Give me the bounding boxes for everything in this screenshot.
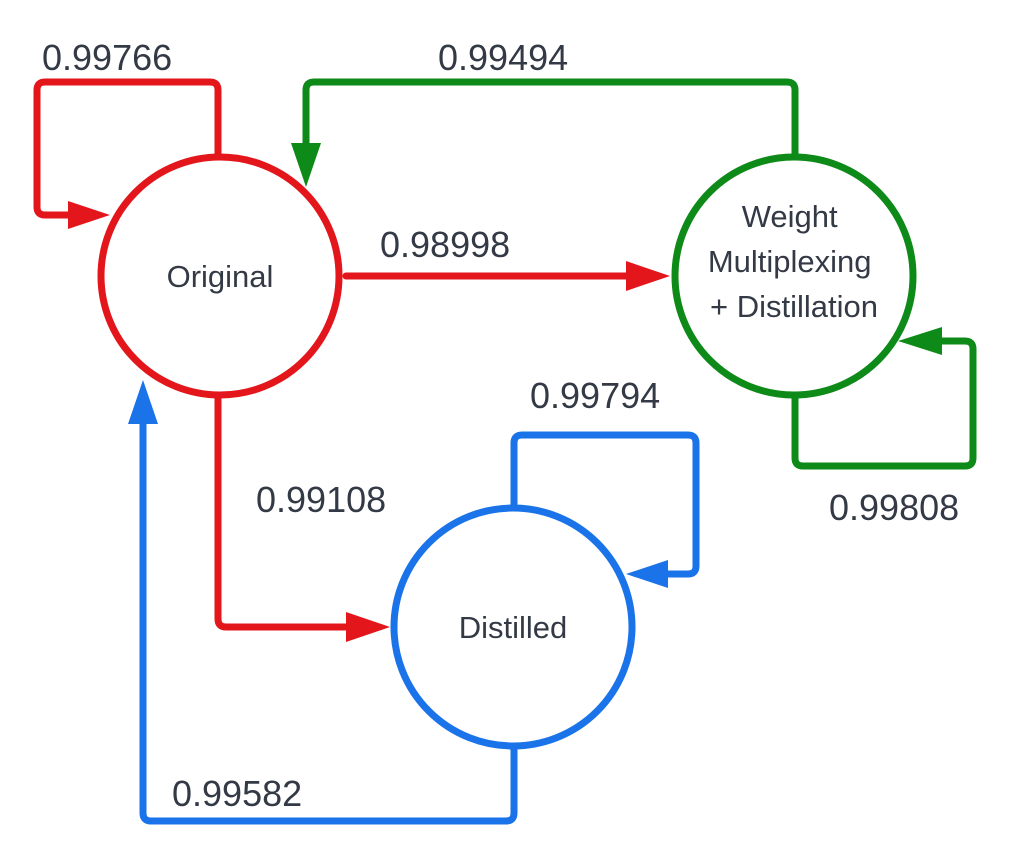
arrowhead-multiplexed-to-original (291, 143, 321, 187)
node-original-label: Original (167, 259, 274, 294)
node-distilled-circle (390, 504, 636, 750)
arrowhead-original-self (68, 201, 110, 229)
node-distilled-label: Distilled (459, 610, 568, 645)
edge-label-multiplexed-self: 0.99808 (829, 487, 959, 528)
arrowhead-distilled-self (626, 560, 668, 588)
edge-distilled-self-loop (510, 431, 700, 588)
node-distilled: Distilled (390, 504, 636, 750)
arrowhead-original-to-multiplexed (626, 261, 670, 291)
edge-original-self-line (33, 78, 222, 219)
node-multiplexed-label-line-2: Multiplexing (708, 244, 872, 279)
edge-original-to-distilled-line (214, 392, 356, 631)
edge-label-multiplexed-to-original: 0.99494 (438, 37, 568, 78)
edge-label-original-to-multiplexed: 0.98998 (380, 224, 510, 265)
edge-label-original-self: 0.99766 (42, 37, 172, 78)
edge-multiplexed-to-original-line (302, 78, 799, 161)
edge-distilled-to-original (128, 380, 518, 825)
edge-multiplexed-self-line (791, 337, 977, 470)
node-original-circle (97, 153, 343, 399)
edge-label-distilled-self: 0.99794 (530, 375, 660, 416)
edge-multiplexed-self-loop (791, 327, 977, 470)
node-multiplexed-label-line-1: Weight (742, 199, 838, 234)
node-multiplexed-label-line-3: + Distillation (710, 289, 878, 324)
edge-original-self-loop (33, 78, 222, 229)
edge-label-distilled-to-original: 0.99582 (172, 773, 302, 814)
node-multiplexed: Weight Multiplexing + Distillation (671, 153, 917, 399)
edge-distilled-self-line (510, 431, 700, 578)
node-multiplexed-label: Weight Multiplexing + Distillation (708, 199, 880, 324)
edge-label-original-to-distilled: 0.99108 (256, 479, 386, 520)
edge-distilled-to-original-line (139, 416, 518, 825)
arrowhead-distilled-to-original (128, 380, 158, 424)
node-multiplexed-circle (671, 153, 917, 399)
edge-original-to-distilled (214, 392, 390, 642)
edge-multiplexed-to-original (291, 78, 799, 187)
node-original: Original (97, 153, 343, 399)
arrowhead-multiplexed-self (898, 327, 942, 355)
edge-original-to-multiplexed (342, 261, 670, 291)
arrowhead-original-to-distilled (346, 612, 390, 642)
